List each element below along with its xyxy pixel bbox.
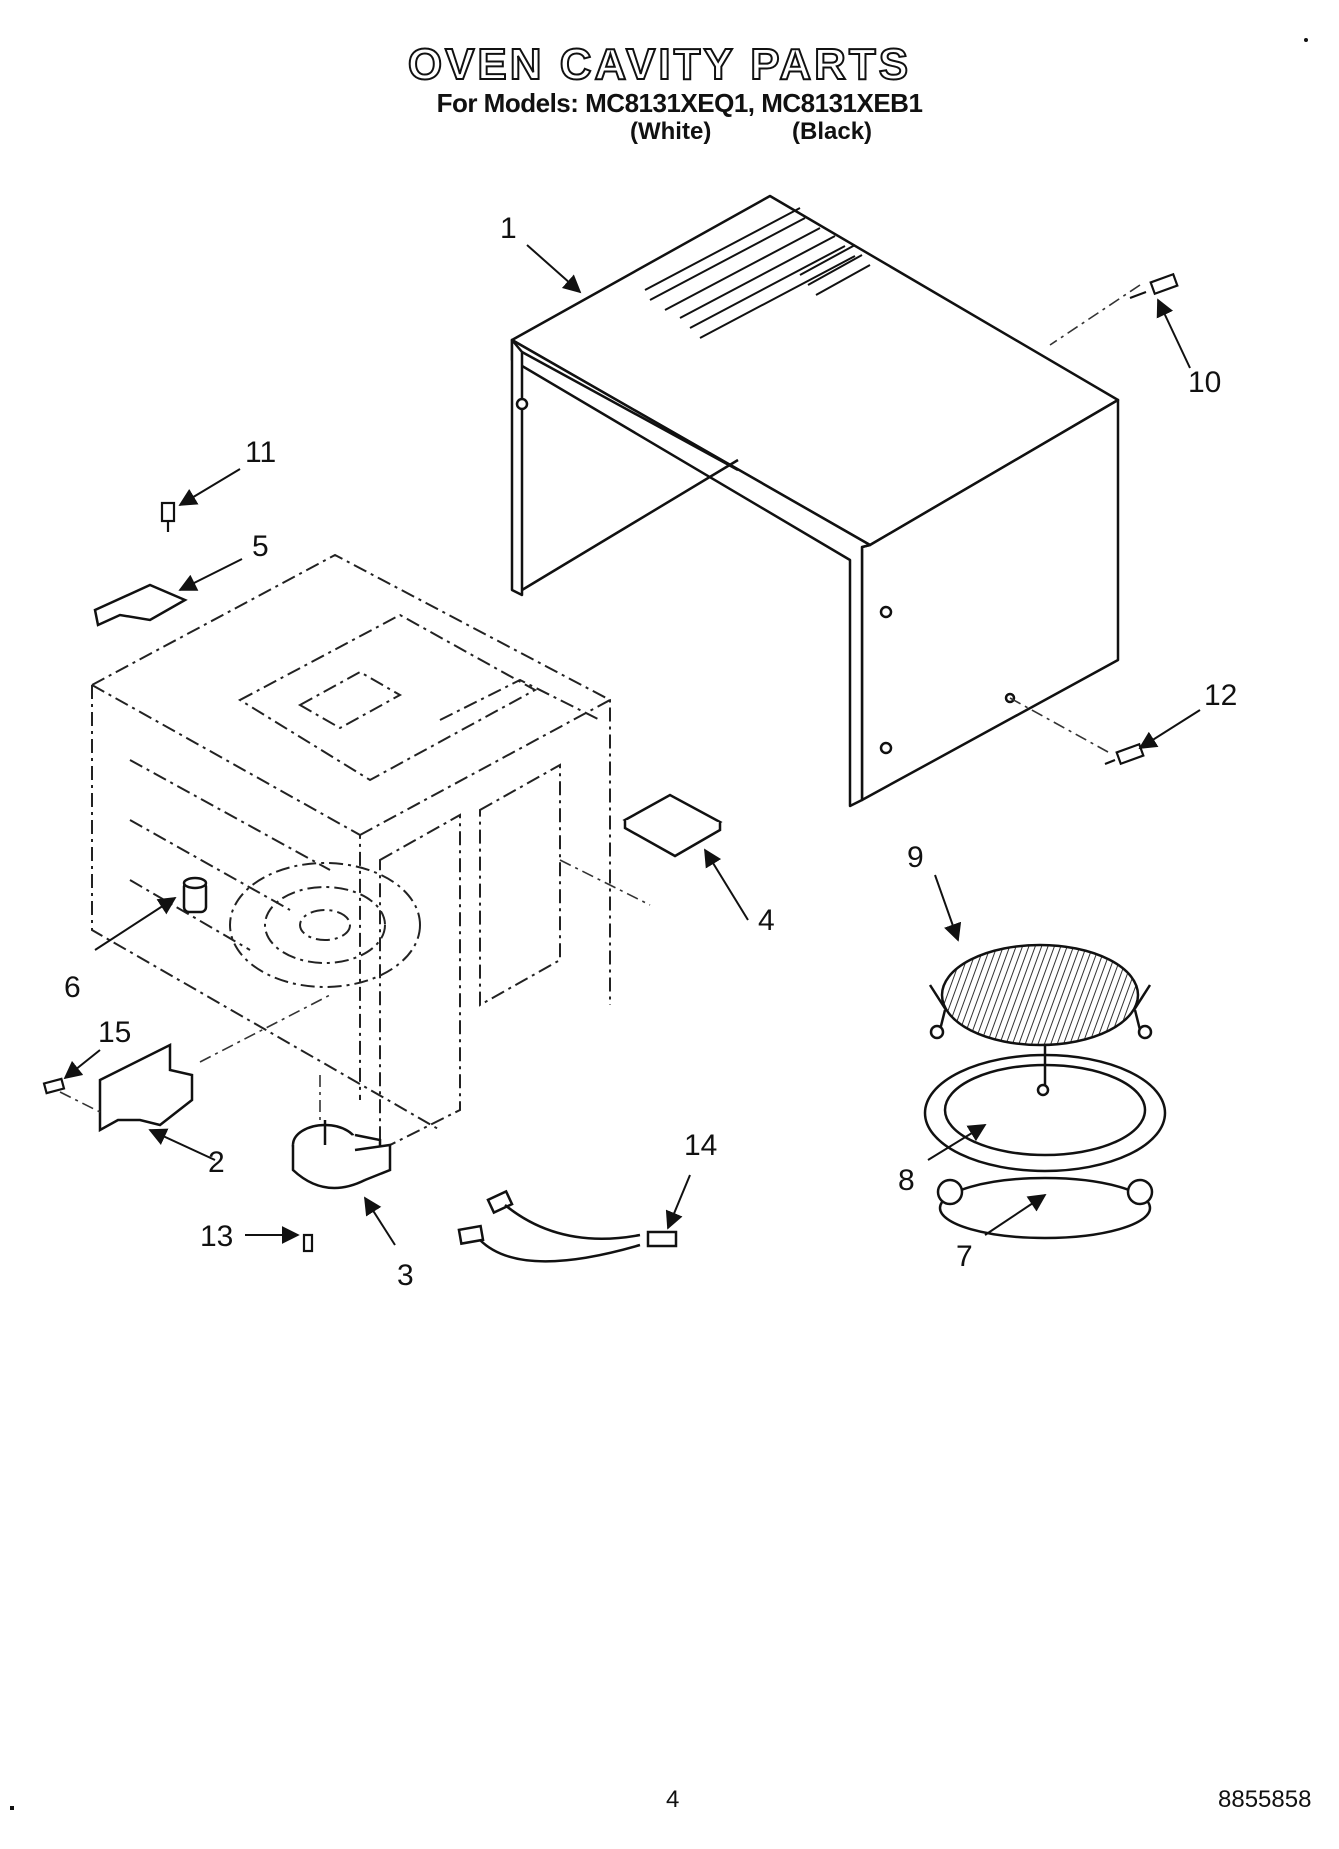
callout-3: 3 [397, 1259, 414, 1292]
screws [42, 272, 1179, 1253]
corner-dot [1304, 38, 1308, 42]
oven-cavity-frame [91, 553, 611, 1152]
screw-13 [302, 1233, 314, 1253]
callout-2: 2 [208, 1146, 225, 1179]
page-number: 4 [666, 1786, 680, 1813]
callout-9: 9 [907, 841, 924, 874]
screw-12 [1104, 742, 1145, 766]
screw-15 [42, 1077, 66, 1095]
cabinet-wrap [510, 194, 1120, 808]
callout-15: 15 [98, 1016, 131, 1049]
screw-11 [160, 501, 176, 532]
turntable-motor [291, 1120, 392, 1190]
callout-1: 1 [500, 212, 517, 245]
callout-4: 4 [758, 904, 775, 937]
page-title: OVEN CAVITY PARTS [407, 39, 912, 90]
footer-dot [10, 1806, 14, 1810]
turntable-coupler [182, 876, 208, 914]
callout-14: 14 [684, 1129, 717, 1162]
alignment-lines [59, 284, 1141, 1125]
callout-6: 6 [64, 971, 81, 1004]
callout-5: 5 [252, 530, 269, 563]
callout-7: 7 [956, 1240, 973, 1273]
callout-8: 8 [898, 1164, 915, 1197]
screw-10 [1129, 272, 1179, 300]
callout-labels: 1 2 3 4 5 6 7 8 9 10 11 12 13 14 15 [64, 212, 1237, 1292]
turntable-assembly [923, 943, 1167, 1240]
callout-13: 13 [200, 1220, 233, 1253]
callout-12: 12 [1204, 679, 1237, 712]
bracket-clip [93, 583, 188, 627]
callout-10: 10 [1188, 366, 1221, 399]
color-label-black: (Black) [792, 118, 873, 145]
color-label-white: (White) [630, 118, 712, 145]
wire-harness [457, 1189, 678, 1263]
callout-11: 11 [245, 436, 276, 469]
models-line: For Models: MC8131XEQ1, MC8131XEB1 [436, 88, 923, 118]
document-number: 8855858 [1218, 1786, 1312, 1813]
callout-leaders [63, 244, 1201, 1246]
cover-plate [98, 1042, 194, 1133]
waveguide-cover [622, 793, 723, 858]
